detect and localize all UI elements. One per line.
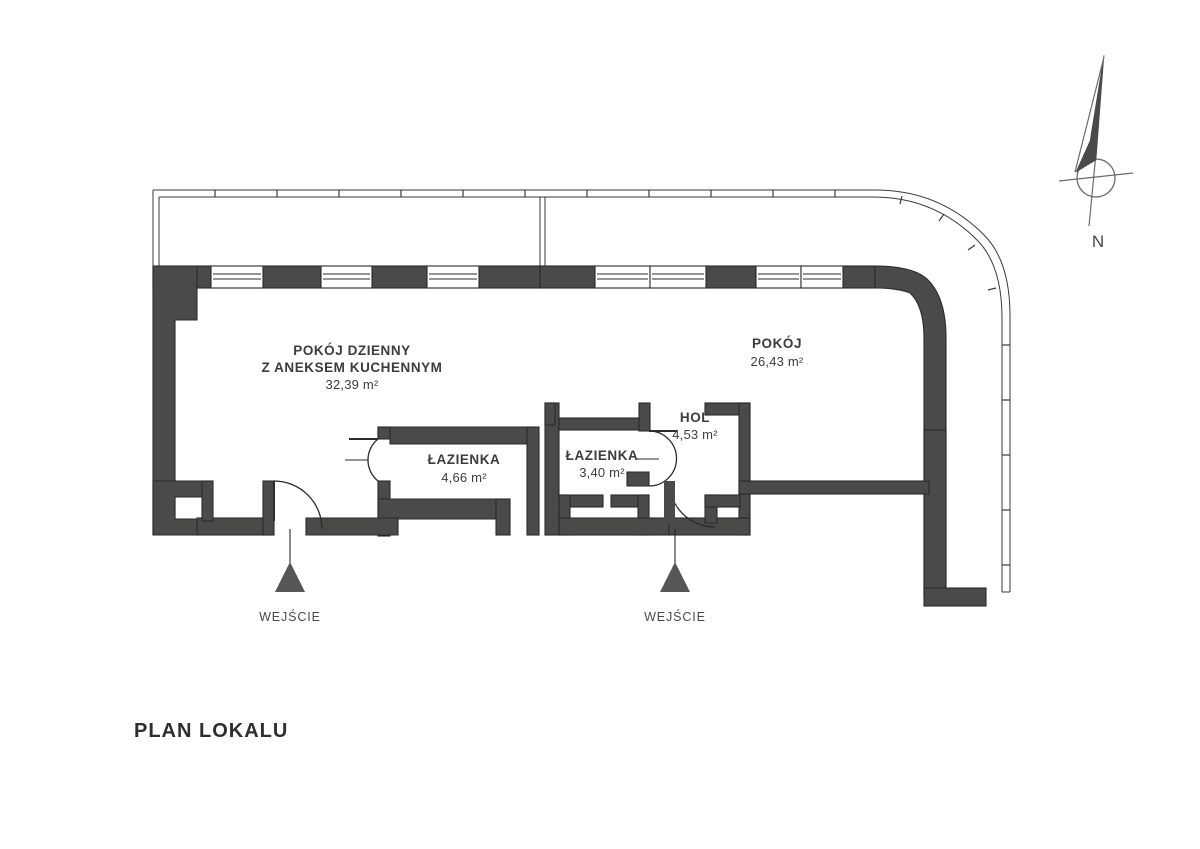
interior-wall-center bbox=[544, 402, 560, 536]
window-group-top bbox=[210, 265, 844, 289]
room-area-lazienka-2: 3,40 m² bbox=[579, 465, 625, 480]
entrance-arrow-icon bbox=[660, 562, 690, 592]
room-area-pokoj-dzienny: 32,39 m² bbox=[326, 377, 379, 392]
terrace-railing bbox=[152, 189, 1011, 593]
exterior-wall-curved bbox=[874, 265, 987, 607]
room-label-pokoj-dzienny-line1: POKÓJ DZIENNY bbox=[293, 343, 410, 358]
room-label-lazienka-2: ŁAZIENKA bbox=[566, 448, 639, 463]
room-area-lazienka-1: 4,66 m² bbox=[441, 470, 487, 485]
interior-wall-bottom-left bbox=[196, 480, 275, 536]
room-label-lazienka-1: ŁAZIENKA bbox=[428, 452, 501, 467]
door-lazienka-2 bbox=[626, 430, 678, 487]
entrance-right: WEJŚCIE bbox=[644, 562, 706, 624]
room-labels: POKÓJ DZIENNY Z ANEKSEM KUCHENNYM 32,39 … bbox=[262, 336, 804, 485]
entrance-label-left: WEJŚCIE bbox=[259, 609, 321, 624]
room-walls-lazienka-1 bbox=[305, 426, 540, 537]
room-label-pokoj-dzienny-line2: Z ANEKSEM KUCHENNYM bbox=[262, 360, 443, 375]
door-entrance-left bbox=[273, 480, 323, 566]
compass-rose: N bbox=[1058, 54, 1134, 251]
room-area-hol: 4,53 m² bbox=[672, 427, 718, 442]
room-area-pokoj: 26,43 m² bbox=[751, 354, 804, 369]
room-label-pokoj: POKÓJ bbox=[752, 336, 802, 351]
page-title: PLAN LOKALU bbox=[134, 720, 288, 742]
door-entrance-right bbox=[664, 480, 716, 566]
compass-north-label: N bbox=[1092, 232, 1104, 251]
room-walls-lazienka-2 bbox=[558, 402, 670, 536]
entrance-left: WEJŚCIE bbox=[259, 562, 321, 624]
room-label-hol: HOL bbox=[680, 410, 710, 425]
entrance-label-right: WEJŚCIE bbox=[644, 609, 706, 624]
compass-needle-icon bbox=[1075, 54, 1105, 173]
entrance-arrow-icon bbox=[275, 562, 305, 592]
door-lazienka-1 bbox=[345, 438, 379, 482]
